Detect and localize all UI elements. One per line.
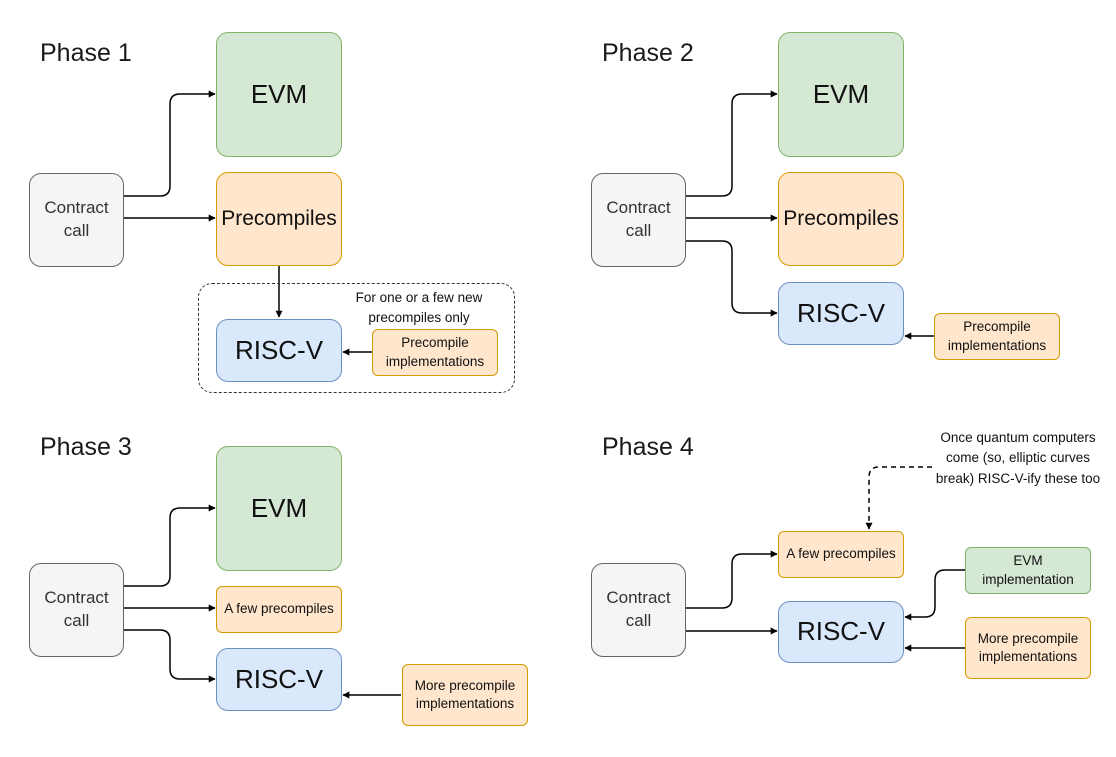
phase2-contract-call-box: Contract call	[591, 173, 686, 267]
phase3-few-precompiles-label: A few precompiles	[224, 601, 334, 617]
phase4-more-impl-label: More precompile implementations	[977, 630, 1079, 664]
edge-evm-impl-to-riscv-p4	[904, 569, 965, 621]
phase1-contract-call-box: Contract call	[29, 173, 124, 267]
phase1-contract-call-label: Contract call	[44, 198, 109, 240]
edge-call-to-evm-p2	[686, 90, 778, 197]
phase2-riscv-box: RISC-V	[778, 282, 904, 345]
phase1-precompiles-box: Precompiles	[216, 172, 342, 266]
edge-call-to-riscv-p2	[686, 240, 778, 317]
phase4-riscv-box: RISC-V	[778, 601, 904, 663]
phase4-few-precompiles-box: A few precompiles	[778, 531, 904, 578]
phase4-riscv-label: RISC-V	[796, 616, 886, 647]
phase1-precompile-impl-label: Precompile implementations	[385, 335, 485, 369]
phase3-few-precompiles-box: A few precompiles	[216, 586, 342, 633]
phase3-riscv-label: RISC-V	[234, 663, 324, 694]
phase1-riscv-box: RISC-V	[216, 319, 342, 382]
phase2-precompile-impl-label: Precompile implementations	[947, 319, 1047, 353]
edge-call-to-precompiles-p4	[686, 550, 778, 609]
phase2-title: Phase 2	[602, 39, 694, 67]
phase4-contract-call-label: Contract call	[606, 588, 671, 630]
phase3-more-impl-box: More precompile implementations	[402, 664, 528, 726]
phase3-riscv-box: RISC-V	[216, 648, 342, 711]
edge-call-to-evm-p1	[124, 90, 216, 197]
phase1-evm-box: EVM	[216, 32, 342, 157]
phase3-evm-box: EVM	[216, 446, 342, 571]
phase2-precompile-impl-box: Precompile implementations	[934, 313, 1060, 360]
phase4-few-precompiles-label: A few precompiles	[786, 546, 896, 562]
phase1-precompiles-label: Precompiles	[221, 206, 337, 230]
phase4-contract-call-box: Contract call	[591, 563, 686, 657]
phase4-evm-impl-box: EVM implementation	[965, 547, 1091, 594]
edge-call-to-riscv-p3	[124, 629, 216, 683]
phase3-more-impl-label: More precompile implementations	[414, 677, 516, 711]
phase1-evm-label: EVM	[250, 78, 308, 109]
phase2-contract-call-label: Contract call	[606, 198, 671, 240]
phase1-riscv-label: RISC-V	[234, 334, 324, 365]
edge-call-to-evm-p3	[124, 504, 216, 587]
edge-note-to-precompiles-p4	[865, 466, 932, 530]
phase3-contract-call-box: Contract call	[29, 563, 124, 657]
phase3-contract-call-label: Contract call	[44, 588, 109, 630]
phase1-new-precompiles-group	[198, 283, 515, 393]
phase4-evm-impl-label: EVM implementation	[982, 553, 1074, 587]
phase2-riscv-label: RISC-V	[796, 297, 886, 328]
phase1-precompile-impl-box: Precompile implementations	[372, 329, 498, 376]
phase1-title: Phase 1	[40, 39, 132, 67]
phase3-evm-label: EVM	[250, 492, 308, 523]
phase2-precompiles-box: Precompiles	[778, 172, 904, 266]
phase4-note: Once quantum computers come (so, ellipti…	[935, 430, 1101, 486]
phase2-evm-label: EVM	[812, 78, 870, 109]
phase4-title: Phase 4	[602, 433, 694, 461]
phase4-more-impl-box: More precompile implementations	[965, 617, 1091, 679]
phase2-precompiles-label: Precompiles	[783, 206, 899, 230]
phase2-evm-box: EVM	[778, 32, 904, 157]
phase1-note: For one or a few new precompiles only	[355, 290, 483, 326]
phase3-title: Phase 3	[40, 433, 132, 461]
